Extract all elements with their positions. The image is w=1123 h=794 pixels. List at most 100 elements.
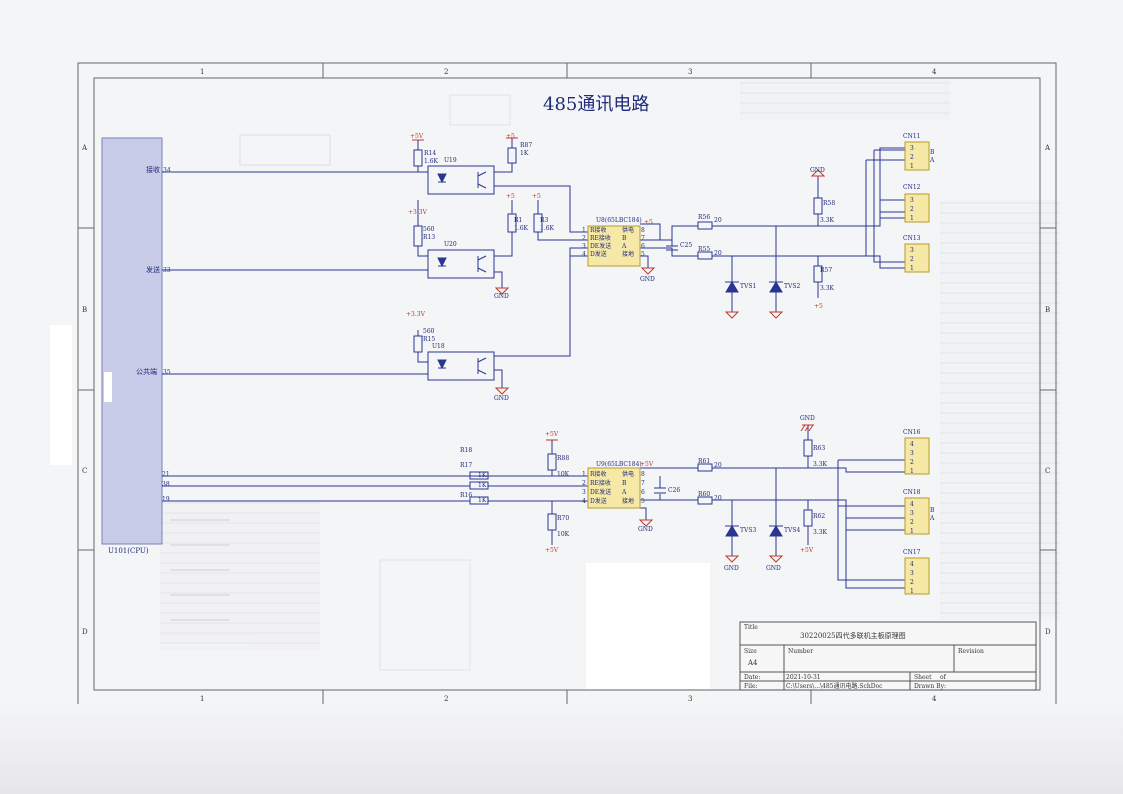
resistor-value: 20 — [714, 462, 722, 469]
connector-side: B — [930, 149, 935, 156]
resistor-ref: R55 — [698, 246, 710, 253]
resistor-ref: R15 — [423, 336, 435, 343]
ic-pin-label: A — [621, 489, 627, 496]
power-label: +5V — [640, 461, 654, 468]
ic-pin-num: 2 — [582, 480, 586, 487]
resistor-value: 1K — [478, 482, 487, 489]
row-marker: D — [1045, 628, 1051, 636]
gnd-label: GND — [800, 415, 815, 422]
redaction-patch — [104, 372, 112, 402]
mcu-pin-num: 38 — [162, 481, 170, 488]
ic-pin-num: 1 — [582, 227, 586, 234]
ic-pin-num: 1 — [582, 471, 586, 478]
connector-pin: 2 — [910, 579, 914, 586]
connector-cn18: CN18 4 3 2 1 B A — [903, 489, 935, 535]
resistor-ref: R3 — [540, 217, 549, 224]
row-marker: C — [82, 467, 87, 475]
date-value: 2021-10-31 — [786, 674, 821, 681]
diagram-title: 485通讯电路 — [543, 94, 649, 115]
size-label: Size — [744, 648, 757, 655]
power-label: +5 — [506, 193, 515, 200]
tvs-ref: TVS3 — [740, 527, 756, 534]
opto-ref: U18 — [432, 343, 445, 350]
ic-pin-label: R接收 — [590, 226, 607, 234]
ic-pin-label: B — [622, 235, 627, 242]
ic-pin-num: 5 — [641, 251, 645, 258]
mcu-pin-num: 34 — [163, 167, 171, 174]
power-label: +3.3V — [408, 209, 428, 216]
file-value: C:\Users\...\485通讯电路.SchDoc — [786, 682, 883, 690]
ic-pin-label: A — [621, 243, 627, 250]
connector-cn11: CN11 3 2 1 B A — [903, 133, 935, 171]
redaction-patch — [50, 325, 72, 465]
connector-cn12: CN12 3 2 1 — [903, 184, 930, 223]
date-label: Date: — [744, 674, 760, 681]
resistor-ref: R88 — [557, 455, 569, 462]
connector-side: B — [930, 507, 935, 514]
connector-cn17: CN17 4 3 2 1 — [903, 549, 930, 595]
ic-pin-num: 3 — [582, 489, 586, 496]
ic-pin-num: 7 — [641, 480, 645, 487]
gnd-label: GND — [494, 395, 509, 402]
opto-ref: U19 — [444, 157, 457, 164]
tvs-upper — [725, 281, 783, 293]
ic-pin-label: RE接收 — [590, 234, 611, 242]
resistor-value: 1.6K — [540, 225, 555, 232]
resistor-value: 20 — [714, 217, 722, 224]
resistor-value: 10K — [557, 471, 570, 478]
column-marker: 1 — [200, 695, 204, 703]
resistor-ref: R56 — [698, 214, 710, 221]
column-marker: 2 — [444, 695, 448, 703]
connector-pin: 1 — [910, 528, 914, 535]
resistor-ref: R14 — [424, 150, 436, 157]
ic-pin-num: 6 — [641, 489, 645, 496]
power-label: +5 — [506, 133, 515, 140]
power-label: +3.3V — [406, 311, 426, 318]
ic-pin-label: B — [622, 480, 627, 487]
power-label: +5 — [644, 219, 653, 226]
connector-pin: 2 — [910, 206, 914, 213]
ic-pin-num: 5 — [641, 498, 645, 505]
resistor-value: 20 — [714, 495, 722, 502]
gnd-label: GND — [494, 293, 509, 300]
mcu-pin-num: 35 — [163, 369, 171, 376]
resistor-ref: R1 — [514, 217, 522, 224]
ic-pin-label: DE发送 — [590, 488, 611, 496]
connector-pin: 2 — [910, 256, 914, 263]
mcu-pin-num: 21 — [162, 471, 170, 478]
wires-upper — [162, 138, 905, 388]
resistor-value: 3.3K — [820, 217, 835, 224]
ic-name: U8(65LBC184) — [596, 217, 642, 224]
resistor-value: 1K — [478, 497, 487, 504]
row-marker: B — [82, 306, 87, 314]
ic-pin-label: D发送 — [590, 250, 607, 258]
cap-ref: C25 — [680, 242, 692, 249]
connector-pin: 1 — [910, 588, 914, 595]
mcu-block: U101(CPU) 接收 34 发送 33 公共端 35 21 38 19 — [101, 137, 171, 555]
power-label: +5 — [814, 303, 823, 310]
resistor-ref: R18 — [460, 447, 472, 454]
mcu-pin-num: 19 — [162, 496, 170, 503]
connector-pin: 3 — [910, 247, 914, 254]
tvs-lower — [725, 525, 783, 537]
row-marker: D — [82, 628, 88, 636]
resistor-value: 3.3K — [813, 529, 828, 536]
ic-pin-num: 3 — [582, 243, 586, 250]
power-label: +5V — [800, 547, 814, 554]
connector-pin: 3 — [910, 510, 914, 517]
connector-pin: 2 — [910, 519, 914, 526]
connector-pin: 3 — [910, 145, 914, 152]
row-marker: A — [1044, 144, 1051, 152]
cap-ref: C26 — [668, 487, 680, 494]
power-label: +5V — [545, 431, 559, 438]
size-value: A4 — [747, 659, 758, 667]
resistor-ref: R16 — [460, 492, 472, 499]
power-symbols: +5V +5 +5 +5 +3.3V +3.3V +5V +5V +5V +5 … — [406, 133, 826, 572]
connector-side: A — [929, 157, 935, 164]
connector-pin: 2 — [910, 459, 914, 466]
redaction-patch — [586, 563, 710, 689]
capacitor-c26: C26 — [654, 487, 680, 494]
resistors-upper — [413, 147, 823, 353]
ic-pin-label: DE发送 — [590, 242, 611, 250]
optocoupler-u18: U18 — [427, 343, 495, 381]
